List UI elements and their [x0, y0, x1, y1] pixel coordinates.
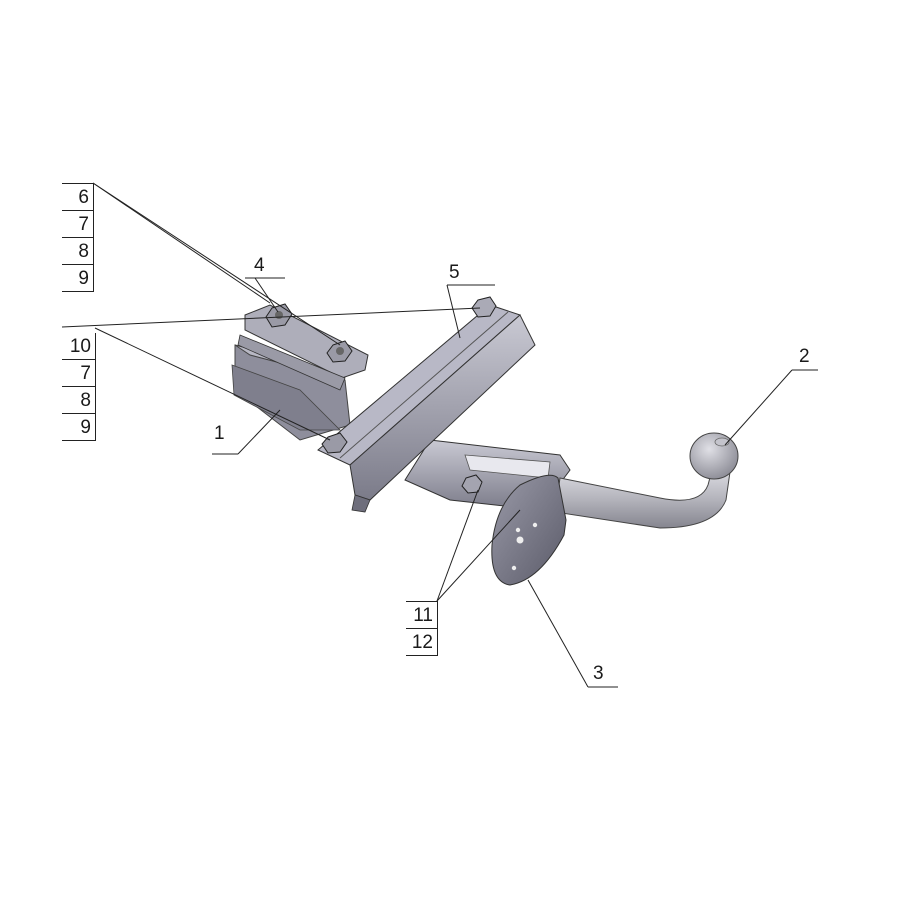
- callout-part-5: 5: [449, 262, 460, 283]
- callout-12: 12: [406, 629, 437, 656]
- cross-bar-part-5: [317, 304, 536, 513]
- bolt-side: [461, 474, 483, 494]
- callout-10: 10: [62, 333, 95, 360]
- callout-6: 6: [62, 184, 93, 211]
- socket-plate-part-3: [491, 474, 567, 586]
- callout-8b: 8: [62, 387, 95, 414]
- callout-stack-mid: 10 7 8 9: [62, 333, 96, 441]
- callout-8: 8: [62, 238, 93, 265]
- callout-stack-top: 6 7 8 9: [62, 183, 94, 292]
- callout-part-2: 2: [799, 346, 810, 367]
- callout-11: 11: [406, 602, 437, 629]
- callout-part-1: 1: [214, 423, 225, 444]
- callout-stack-bottom: 11 12: [406, 601, 438, 656]
- callout-9b: 9: [62, 414, 95, 441]
- callout-part-3: 3: [593, 663, 604, 684]
- callout-7b: 7: [62, 360, 95, 387]
- callout-7: 7: [62, 211, 93, 238]
- callout-part-4: 4: [254, 255, 265, 276]
- tow-ball-part-2: [689, 432, 739, 480]
- nut-cross-left: [321, 432, 348, 454]
- leader-lines: [61, 182, 818, 688]
- callout-9: 9: [62, 265, 93, 292]
- bolt-nuts: [265, 296, 497, 494]
- tow-tube: [554, 469, 731, 529]
- nut-top-right: [326, 340, 353, 363]
